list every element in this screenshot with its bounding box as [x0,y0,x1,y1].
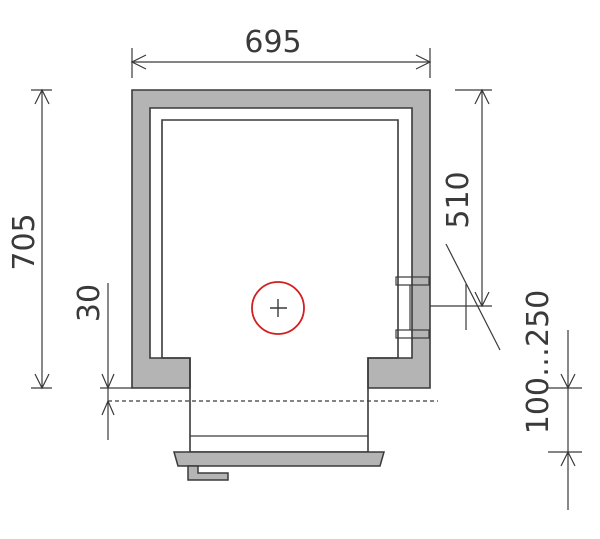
range-right-label: 100…250 [521,290,556,435]
width-top-label: 695 [244,25,301,60]
dimension-offset-left: 30 [72,283,132,440]
sill-plate [173,451,385,467]
right-wall-brackets [395,276,430,339]
dimension-height-left: 705 [7,88,52,390]
car-outline [161,119,399,453]
dimension-range-right: 100…250 [521,290,582,510]
offset-left-label: 30 [72,284,107,322]
crosshair-circle-icon [251,281,305,335]
sill-hook [187,465,229,481]
dimension-depth-right: 510 [430,88,501,351]
depth-right-label: 510 [441,171,476,228]
height-left-label: 705 [7,213,42,270]
dimension-width-top: 695 [130,25,432,78]
shaft-wall [131,89,431,389]
